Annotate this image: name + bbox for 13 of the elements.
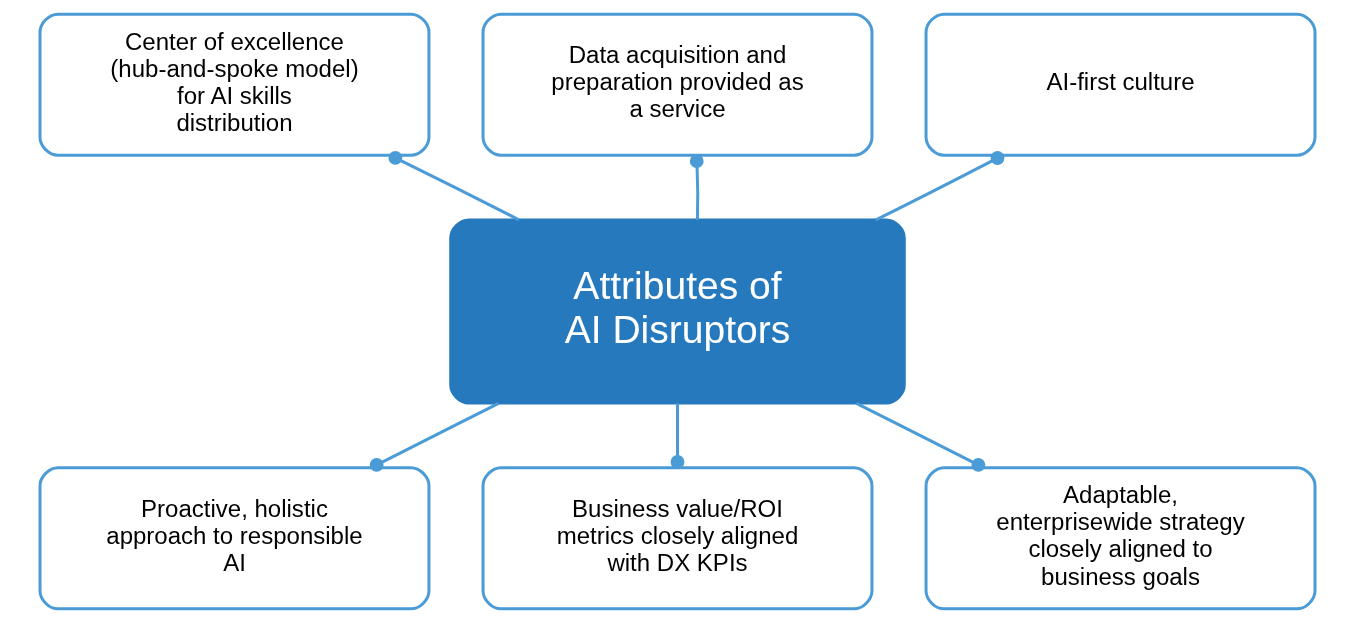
connector xyxy=(855,402,985,472)
node-box: Attributes of AI Disruptors xyxy=(448,218,906,405)
connector xyxy=(874,151,1004,222)
node-box: Data acquisition and preparation provided as a service xyxy=(481,12,873,157)
node-box: Proactive, holistic approach to responsible AI xyxy=(38,466,430,611)
connector xyxy=(369,402,499,472)
connector xyxy=(689,154,704,220)
node-box: Adaptable, enterprisewide strategy closely aligned to business goals xyxy=(924,466,1316,611)
node-box: Business value/ROI metrics closely aligned with DX KPIs xyxy=(481,466,873,611)
connector xyxy=(387,151,520,222)
connector xyxy=(670,403,684,469)
node-box: Center of excellence (hub-and-spoke model) for AI skills distribution xyxy=(38,12,430,157)
node-box: AI-first culture xyxy=(924,12,1316,157)
